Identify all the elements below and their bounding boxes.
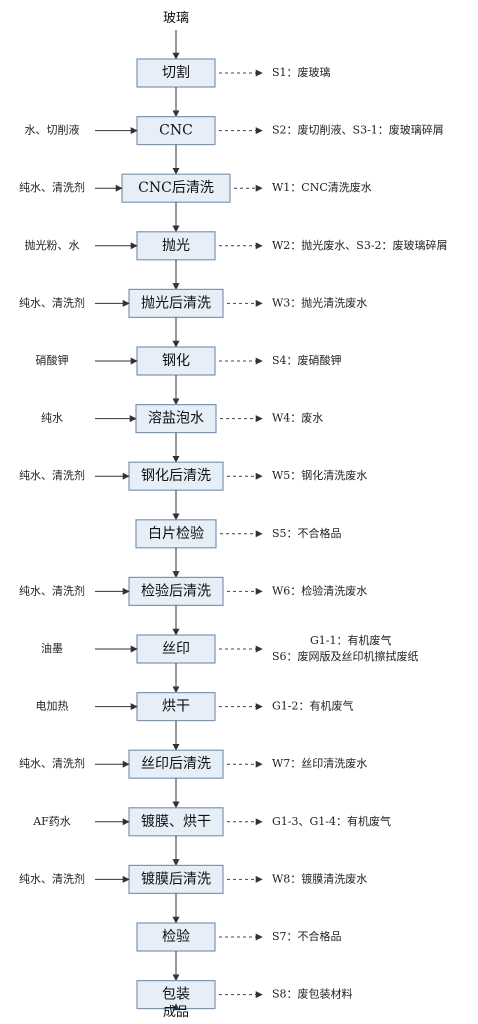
input-label: 抛光粉、水 xyxy=(25,238,80,252)
process-step-box xyxy=(136,346,216,376)
output-label: W2：抛光废水、S3-2：废玻璃碎屑 xyxy=(272,238,448,252)
process-step-box xyxy=(128,288,224,318)
input-label: 纯水、清洗剂 xyxy=(19,295,85,309)
process-step: CNC后清洗 xyxy=(121,173,231,203)
output-label: S6：废网版及丝印机擦拭废纸 xyxy=(272,649,419,663)
process-step: 包装 xyxy=(136,979,216,1010)
process-step: 抛光 xyxy=(136,231,216,261)
process-step: 丝印 xyxy=(136,634,216,664)
process-step-label: 丝印后清洗 xyxy=(141,756,211,772)
input-label: 纯水、清洗剂 xyxy=(19,756,85,770)
process-step-label: 检验 xyxy=(162,929,190,945)
input-label: 纯水、清洗剂 xyxy=(19,871,85,885)
input-label: 纯水、清洗剂 xyxy=(19,180,85,194)
process-step-label: 烘干 xyxy=(162,699,190,715)
process-step: CNC xyxy=(136,115,216,146)
process-step: 检验后清洗 xyxy=(128,576,224,607)
output-label: W8：镀膜清洗废水 xyxy=(272,871,367,885)
process-step-box xyxy=(128,749,224,779)
input-label: 水、切削液 xyxy=(25,123,80,137)
output-label: S2：废切削液、S3-1：废玻璃碎屑 xyxy=(272,123,444,137)
start-label: 玻璃 xyxy=(163,11,189,26)
output-label: W1：CNC清洗废水 xyxy=(272,180,372,194)
process-step: 镀膜后清洗 xyxy=(128,864,224,895)
process-step-label: 溶盐泡水 xyxy=(148,411,204,427)
process-step-box xyxy=(136,634,216,664)
process-step: 溶盐泡水 xyxy=(135,404,217,434)
input-label: 电加热 xyxy=(36,700,69,713)
process-step: 切割 xyxy=(136,58,216,88)
process-step: 检验 xyxy=(136,922,216,952)
process-step-label: 镀膜后清洗 xyxy=(141,870,211,887)
output-label: S4：废硝酸钾 xyxy=(272,353,342,367)
output-label: S5：不合格品 xyxy=(272,526,342,540)
process-step-label: 检验后清洗 xyxy=(141,583,211,599)
output-label: W3：抛光清洗废水 xyxy=(272,295,367,309)
input-label: AF药水 xyxy=(32,815,71,828)
input-label: 纯水、清洗剂 xyxy=(19,583,85,597)
input-label: 硝酸钾 xyxy=(36,353,69,367)
output-label: W6：检验清洗废水 xyxy=(272,583,367,597)
process-step-label: 镀膜、烘干 xyxy=(141,813,211,830)
end-label: 成品 xyxy=(163,1005,189,1020)
process-step-label: 丝印 xyxy=(162,641,190,657)
process-step: 烘干 xyxy=(136,691,216,722)
process-step-box xyxy=(136,922,216,952)
process-step: 镀膜、烘干 xyxy=(128,807,224,837)
input-label: 纯水 xyxy=(41,412,63,425)
process-step-label: CNC xyxy=(159,123,193,139)
process-step-label: 钢化 xyxy=(162,353,190,369)
process-step-label: 抛光 xyxy=(162,238,190,254)
process-step-label: 钢化后清洗 xyxy=(141,468,211,484)
process-step: 钢化后清洗 xyxy=(128,461,224,491)
output-label: W4：废水 xyxy=(272,411,323,425)
output-label: G1-3、G1-4：有机废气 xyxy=(272,814,391,828)
process-step-label: 抛光后清洗 xyxy=(141,295,211,311)
output-label: S8：废包装材料 xyxy=(272,987,353,1001)
process-step-label: CNC后清洗 xyxy=(138,180,214,196)
output-label: S7：不合格品 xyxy=(272,929,342,943)
input-label: 纯水、清洗剂 xyxy=(19,468,85,482)
output-label: W5：钢化清洗废水 xyxy=(272,468,367,482)
process-step: 丝印后清洗 xyxy=(128,749,224,779)
process-step: 白片检验 xyxy=(135,519,217,549)
process-step-label: 包装 xyxy=(162,987,190,1003)
output-label: G1-2：有机废气 xyxy=(272,699,354,713)
process-step-label: 切割 xyxy=(162,64,190,81)
process-step-box xyxy=(135,519,217,549)
process-step-box xyxy=(128,461,224,491)
process-step-box xyxy=(128,576,224,607)
process-step-box xyxy=(128,807,224,837)
input-label: 油墨 xyxy=(41,641,63,655)
process-step-label: 白片检验 xyxy=(148,526,204,542)
process-step: 抛光后清洗 xyxy=(128,288,224,318)
process-step-box xyxy=(136,691,216,722)
output-label: S1：废玻璃 xyxy=(272,65,331,79)
output-label: W7：丝印清洗废水 xyxy=(272,756,367,770)
output-label: G1-1：有机废气 xyxy=(310,633,392,647)
process-step: 钢化 xyxy=(136,346,216,376)
